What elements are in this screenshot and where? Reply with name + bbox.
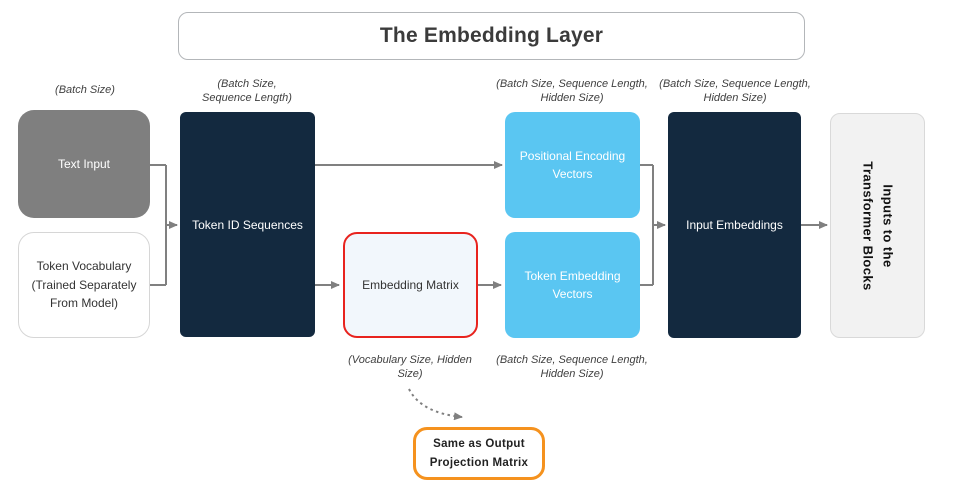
diagram-title: The Embedding Layer [379, 24, 604, 47]
node-output-projection-note: Same as Output Projection Matrix [413, 427, 545, 480]
node-text-input-label: Text Input [57, 157, 111, 171]
node-positional-encoding-vectors: Positional Encoding Vectors [505, 112, 640, 218]
dim-label-positional-encoding: (Batch Size, Sequence Length, Hidden Siz… [496, 78, 648, 105]
node-output-projection-note-label: Same as Output Projection Matrix [429, 438, 529, 469]
dim-label-batch-size: (Batch Size) [55, 84, 115, 96]
node-text-input: Text Input [18, 110, 150, 218]
dim-label-token-id-sequences: (Batch Size, Sequence Length) [202, 78, 292, 105]
node-transformer-blocks-inputs: Inputs to the Transformer Blocks [830, 113, 925, 338]
node-positional-encoding-label: Positional Encoding Vectors [519, 149, 626, 181]
node-token-id-sequences: Token ID Sequences [180, 112, 315, 337]
node-token-vocabulary: Token Vocabulary (Trained Separately Fro… [18, 232, 150, 338]
node-transformer-blocks-label: Inputs to the Transformer Blocks [860, 160, 896, 291]
node-embedding-matrix: Embedding Matrix [343, 232, 478, 338]
diagram-title-box: The Embedding Layer [178, 12, 805, 60]
dim-label-input-embeddings: (Batch Size, Sequence Length, Hidden Siz… [659, 78, 811, 105]
edge-inputs-merge [150, 164, 167, 286]
node-embedding-matrix-label: Embedding Matrix [362, 278, 459, 292]
node-input-embeddings: Input Embeddings [668, 112, 801, 338]
node-token-embedding-vectors: Token Embedding Vectors [505, 232, 640, 338]
node-token-vocabulary-label: Token Vocabulary (Trained Separately Fro… [31, 259, 137, 311]
edge-dotted-note [408, 388, 463, 421]
dim-label-token-embedding: (Batch Size, Sequence Length, Hidden Siz… [496, 354, 648, 381]
node-token-embedding-label: Token Embedding Vectors [524, 269, 621, 301]
dim-label-embedding-matrix: (Vocabulary Size, Hidden Size) [348, 354, 472, 381]
node-token-id-sequences-label: Token ID Sequences [192, 217, 303, 232]
edge-vectors-merge [640, 164, 654, 286]
node-input-embeddings-label: Input Embeddings [686, 218, 783, 232]
